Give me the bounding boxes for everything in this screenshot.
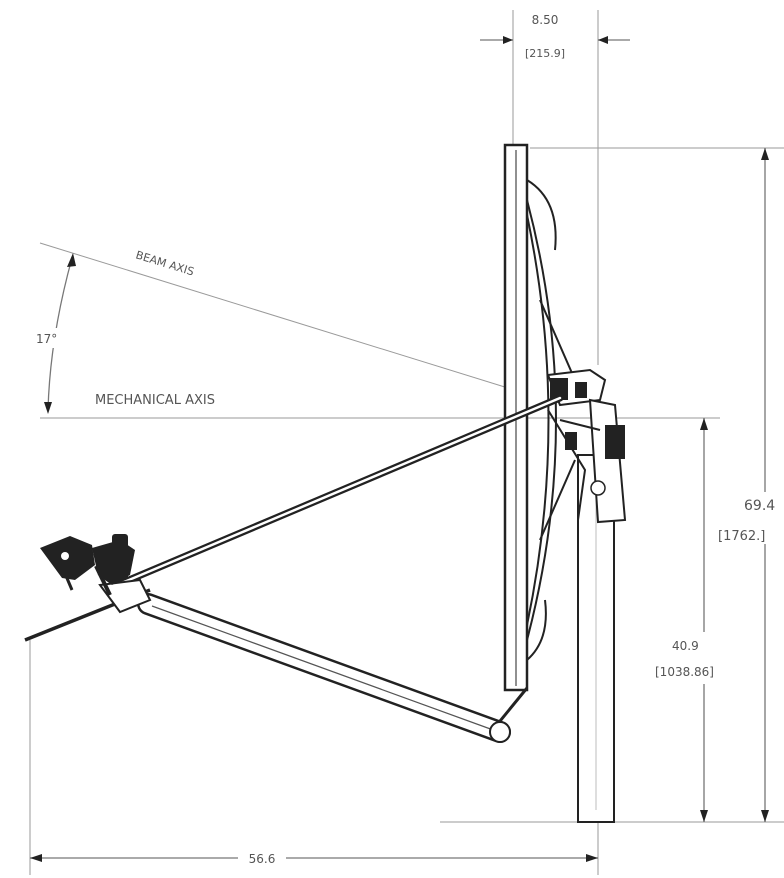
mount-bracket <box>546 368 627 524</box>
width-in-label: 8.50 <box>532 13 559 27</box>
arrow-head <box>586 854 598 862</box>
mount-in-label: 40.9 <box>672 639 699 653</box>
width-mm-label: [215.9] <box>525 47 565 60</box>
mechanical-axis-label: MECHANICAL AXIS <box>95 393 215 408</box>
arrow-head <box>761 148 769 160</box>
arrow-head <box>30 854 42 862</box>
depth-in-label: 56.6 <box>249 852 276 866</box>
elevation-angle-indicator: 17° <box>32 253 76 414</box>
height-in-label: 69.4 <box>744 498 775 514</box>
arrow-head <box>598 36 608 44</box>
dimension-height: 69.4 [1762.] <box>530 147 784 823</box>
lower-strut <box>137 593 529 743</box>
beam-axis-line <box>39 242 509 389</box>
feed-horn <box>24 534 152 642</box>
arrow-head <box>503 36 513 44</box>
dimension-width: 8.50 [215.9] <box>480 10 630 365</box>
beam-axis-label: BEAM AXIS <box>134 248 195 278</box>
arrow-head <box>700 810 708 822</box>
dimension-mount-height: 40.9 [1038.86] <box>440 417 722 823</box>
dimension-depth: 56.6 <box>29 640 599 875</box>
angle-label: 17° <box>36 332 57 346</box>
feed-support-arm <box>106 394 564 592</box>
height-mm-label: [1762.] <box>718 529 765 544</box>
arrow-head <box>67 253 76 267</box>
arrow-head <box>44 402 52 414</box>
arrow-head <box>700 418 708 430</box>
arrow-head <box>761 810 769 822</box>
mount-mm-label: [1038.86] <box>655 665 714 679</box>
